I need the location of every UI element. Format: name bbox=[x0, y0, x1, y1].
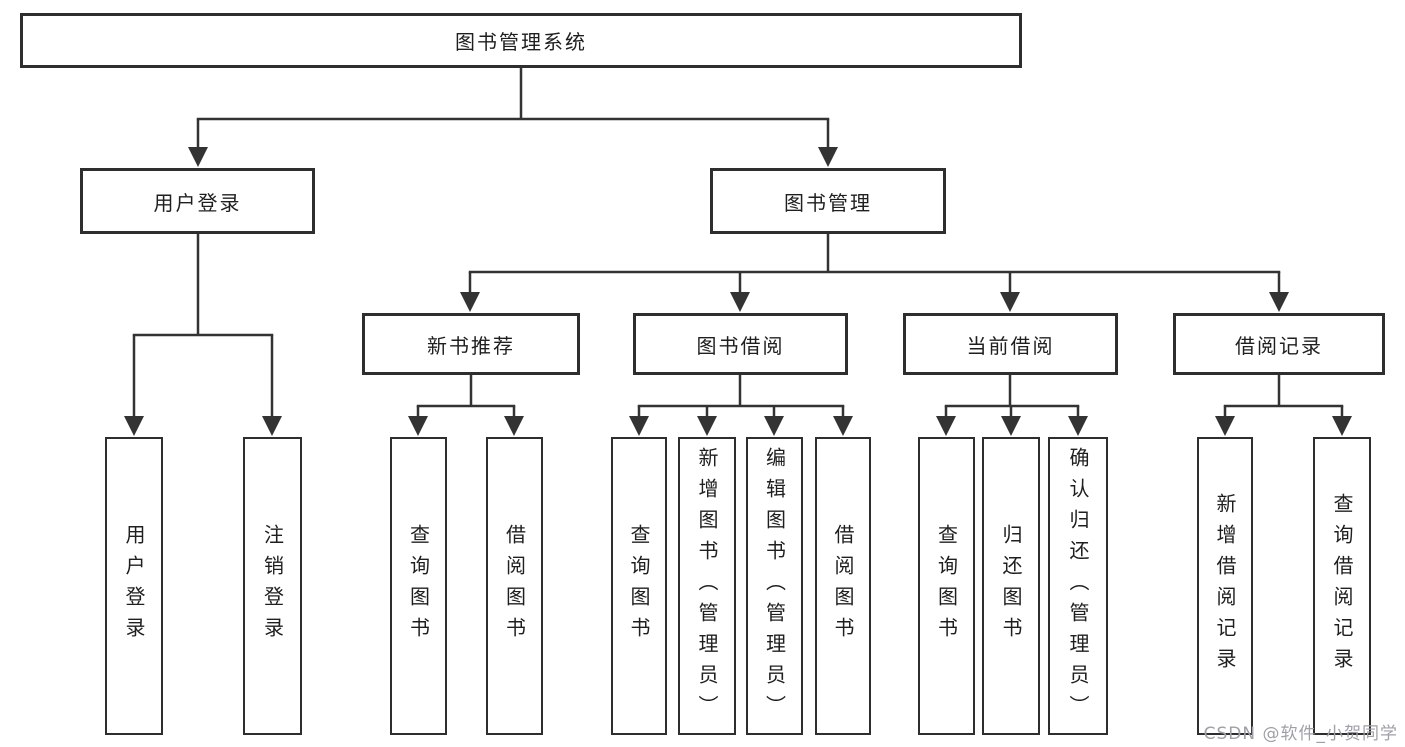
node-user-login: 用户登录 bbox=[80, 168, 315, 234]
leaf-borrow-book-label: 借阅图书 bbox=[831, 524, 855, 648]
leaf-query-book-recommend: 查询图书 bbox=[390, 437, 447, 735]
csdn-watermark: CSDN @软件_小贺同学 bbox=[1203, 724, 1398, 744]
leaf-query-book-recommend-label: 查询图书 bbox=[406, 524, 431, 648]
leaf-confirm-return-admin-label: 确认归还（管理员） bbox=[1066, 446, 1090, 726]
node-book-borrow-label: 图书借阅 bbox=[696, 333, 785, 358]
node-borrow-records: 借阅记录 bbox=[1173, 313, 1385, 375]
node-book-borrow: 图书借阅 bbox=[633, 313, 848, 375]
leaf-query-borrow-record: 查询借阅记录 bbox=[1313, 437, 1371, 735]
leaf-query-book-borrow-label: 查询图书 bbox=[627, 524, 651, 648]
leaf-edit-book-admin: 编辑图书（管理员） bbox=[746, 437, 803, 735]
node-book-management-label: 图书管理 bbox=[784, 190, 872, 215]
node-new-book-recommend-label: 新书推荐 bbox=[427, 333, 515, 358]
node-current-borrow: 当前借阅 bbox=[903, 313, 1118, 375]
leaf-borrow-book-recommend: 借阅图书 bbox=[486, 437, 543, 735]
leaf-confirm-return-admin: 确认归还（管理员） bbox=[1048, 437, 1108, 735]
leaf-edit-book-admin-label: 编辑图书（管理员） bbox=[762, 446, 787, 726]
leaf-add-book-admin: 新增图书（管理员） bbox=[678, 437, 736, 735]
leaf-logout-label: 注销登录 bbox=[260, 524, 285, 648]
leaf-borrow-book-recommend-label: 借阅图书 bbox=[502, 524, 527, 648]
leaf-add-borrow-record: 新增借阅记录 bbox=[1197, 437, 1253, 735]
leaf-return-book-label: 归还图书 bbox=[999, 524, 1023, 648]
leaf-add-book-admin-label: 新增图书（管理员） bbox=[695, 446, 719, 726]
leaf-query-book-current-label: 查询图书 bbox=[934, 524, 959, 648]
node-user-login-label: 用户登录 bbox=[153, 190, 242, 215]
node-root-label: 图书管理系统 bbox=[455, 30, 587, 54]
leaf-query-book-current: 查询图书 bbox=[918, 437, 975, 735]
leaf-user-login-label: 用户登录 bbox=[122, 524, 146, 648]
leaf-add-borrow-record-label: 新增借阅记录 bbox=[1213, 493, 1237, 679]
node-borrow-records-label: 借阅记录 bbox=[1235, 333, 1323, 358]
node-root-library-system: 图书管理系统 bbox=[20, 13, 1022, 68]
node-new-book-recommend: 新书推荐 bbox=[362, 313, 580, 375]
leaf-logout: 注销登录 bbox=[243, 437, 302, 735]
node-book-management: 图书管理 bbox=[710, 168, 946, 234]
leaf-query-book-borrow: 查询图书 bbox=[611, 437, 667, 735]
leaf-query-borrow-record-label: 查询借阅记录 bbox=[1330, 493, 1354, 679]
node-current-borrow-label: 当前借阅 bbox=[966, 333, 1055, 358]
leaf-user-login: 用户登录 bbox=[105, 437, 163, 735]
leaf-borrow-book: 借阅图书 bbox=[815, 437, 871, 735]
leaf-return-book: 归还图书 bbox=[982, 437, 1040, 735]
